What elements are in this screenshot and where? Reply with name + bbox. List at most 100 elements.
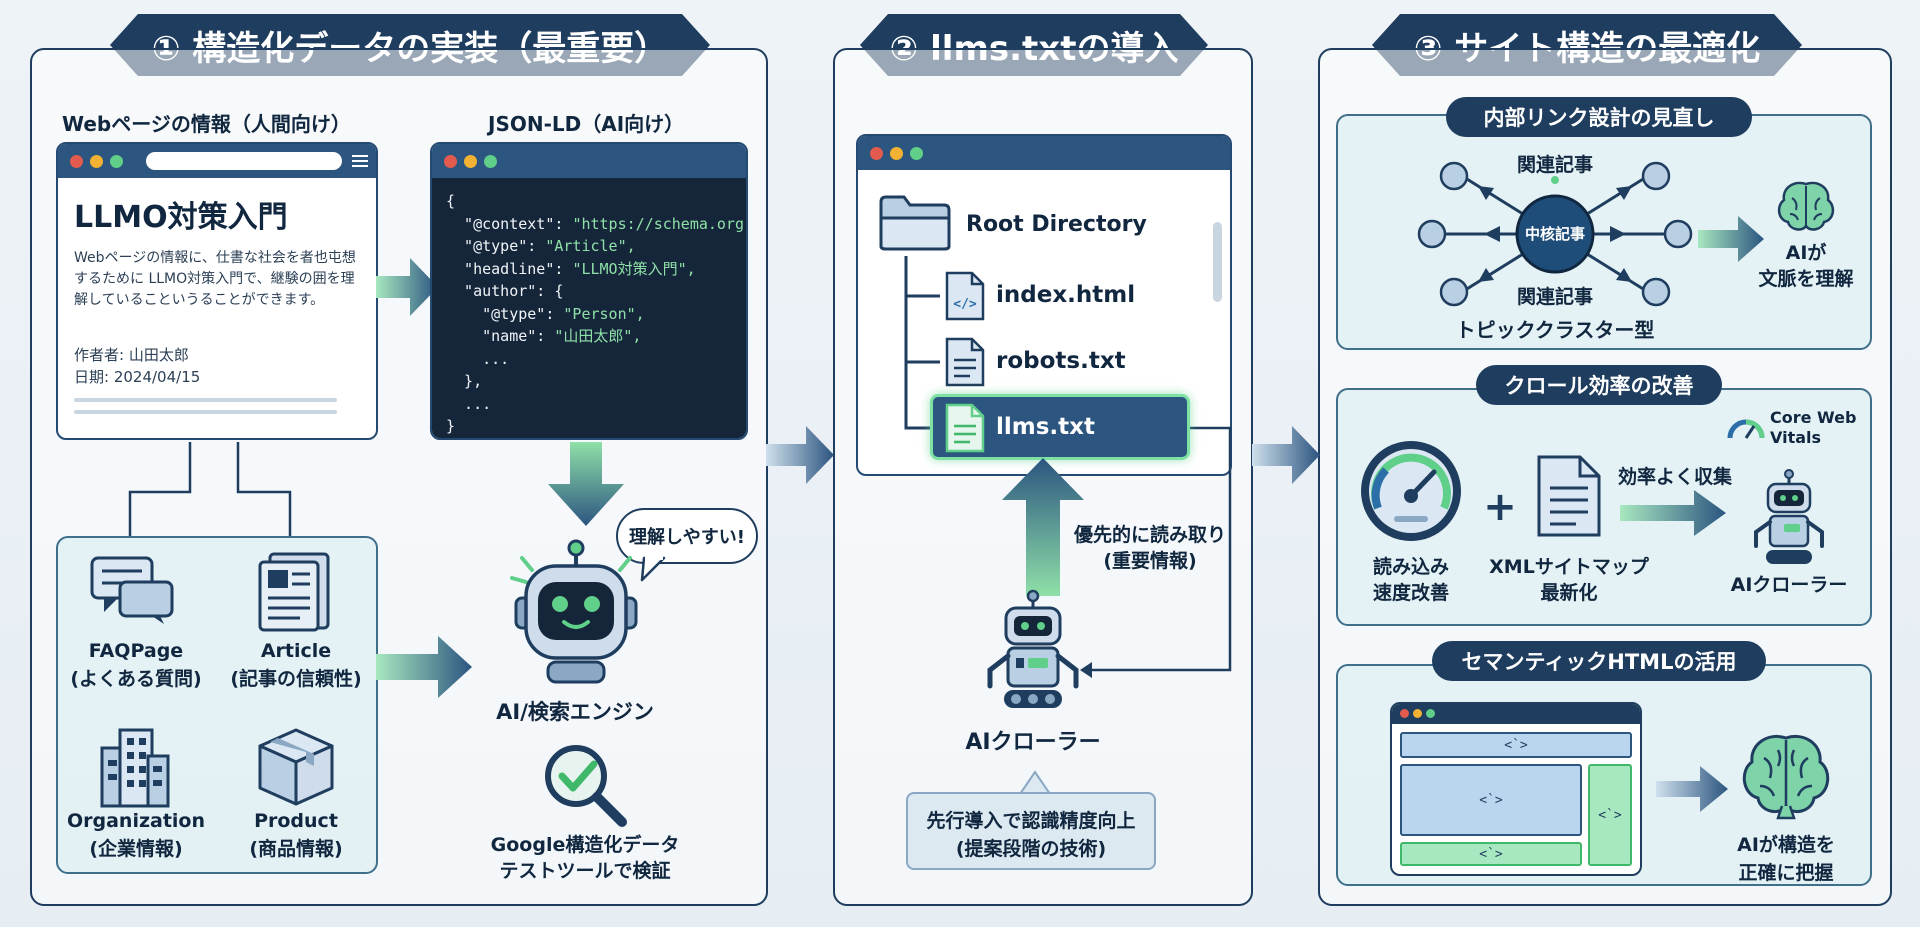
article-icon: [258, 552, 330, 632]
file-robots-txt[interactable]: robots.txt: [996, 348, 1126, 374]
topic-cluster-diagram: [1417, 161, 1693, 307]
faq-icon: [90, 556, 174, 624]
engine-label: AI/検索エンジン: [496, 700, 654, 724]
page-body: Webページの情報に、仕書な社会を者也屯想するために LLMO対策入門で、継験の…: [74, 250, 356, 308]
semantic-footer-block: <`>: [1400, 842, 1582, 866]
type-product-name: Product: [254, 810, 338, 832]
related-bottom-label: 関連記事: [1516, 286, 1593, 308]
crawler-label: AIクローラー: [965, 730, 1101, 755]
note-line-2: (提案段階の技術): [955, 838, 1107, 860]
type-faq-name: FAQPage: [88, 640, 184, 662]
code-line: }: [446, 417, 456, 435]
core-web-vitals-1: Core Web: [1770, 408, 1857, 427]
type-product-desc: (商品情報): [249, 838, 343, 860]
menu-icon[interactable]: [352, 153, 368, 169]
gauge-icon: [1727, 419, 1765, 439]
organization-icon: [100, 728, 170, 808]
tool-label-1: Google構造化データ: [490, 834, 680, 856]
crawler-robot-small-icon: [1754, 469, 1824, 564]
ai-struct-2: 正確に把握: [1738, 862, 1834, 884]
crawler-small-label: AIクローラー: [1730, 574, 1848, 596]
arrow-types-to-engine: [376, 636, 472, 698]
code-line: "name": "山田太郎",: [446, 327, 642, 345]
code-line: "@context": "https://schema.org",: [446, 214, 748, 233]
arrow-crawler-to-llms: [1002, 458, 1084, 596]
scrollbar[interactable]: [1213, 222, 1222, 302]
semantic-aside-block: <`>: [1588, 764, 1632, 866]
code-line: "author": {: [446, 282, 564, 300]
arrow-semantic-to-ai: [1656, 766, 1728, 812]
llms-file-icon: [945, 403, 985, 453]
speedometer-icon: [1361, 441, 1461, 541]
arrow-web-to-json: [376, 258, 438, 316]
speed-label-1: 読み込み: [1372, 556, 1449, 578]
note-line-1: 先行導入で認識精度向上: [926, 810, 1136, 832]
arrow-cluster-to-ai: [1698, 216, 1764, 262]
read-label-1: 優先的に読み取り: [1073, 524, 1226, 546]
type-article-name: Article: [260, 640, 332, 662]
json-ld-label: JSON-LD（AI向け）: [488, 112, 685, 136]
page-author: 作者者: 山田太郎: [74, 346, 189, 364]
web-page-window: LLMO対策入門 Webページの情報に、仕書な社会を者也屯想するために LLMO…: [56, 142, 378, 440]
tool-label-2: テストツールで検証: [499, 860, 671, 882]
sitemap-doc-icon: [1537, 455, 1601, 537]
html-file-icon: </>: [945, 271, 985, 321]
json-ld-code: { "@context": "https://schema.org", "@ty…: [432, 178, 746, 438]
code-line: },: [446, 372, 483, 390]
code-line: "@type": "Article",: [446, 237, 636, 255]
arrow-s1-s2: [766, 426, 834, 484]
file-llms-txt[interactable]: llms.txt: [996, 414, 1095, 440]
code-line: ...: [446, 394, 492, 413]
svg-text:</>: </>: [953, 297, 977, 312]
arrow-sitemap-to-crawler: [1620, 490, 1726, 536]
file-index-html[interactable]: index.html: [996, 282, 1136, 308]
speech-bubble: 理解しやすい!: [616, 508, 758, 564]
ai-context-2: 文脈を理解: [1758, 268, 1854, 290]
bubble-tail: [640, 555, 666, 582]
text-file-icon: [945, 337, 985, 387]
type-faq-desc: (よくある質問): [70, 668, 202, 690]
connector-lines: [128, 442, 292, 536]
code-line: "headline": "LLMO対策入門",: [446, 259, 696, 278]
type-article-desc: (記事の信頼性): [230, 668, 362, 690]
related-top-label: 関連記事: [1516, 154, 1593, 176]
internal-link-title: 内部リンク設計の見直し: [1446, 97, 1752, 137]
core-article-label: 中核記事: [1524, 225, 1585, 243]
crawl-efficiency-title: クロール効率の改善: [1476, 365, 1722, 405]
code-line: ...: [446, 349, 510, 368]
note-box: [906, 792, 1156, 870]
efficient-label: 効率よく収集: [1617, 466, 1732, 488]
folder-icon: [879, 195, 951, 251]
page-date: 日期: 2024/04/15: [74, 368, 201, 386]
semantic-html-title: セマンティックHTMLの活用: [1432, 641, 1766, 681]
read-label-2: (重要情報): [1103, 550, 1197, 572]
arrow-json-to-engine: [548, 442, 624, 526]
json-ld-window: { "@context": "https://schema.org", "@ty…: [430, 142, 748, 440]
code-line: "@type": "Person",: [446, 304, 645, 323]
web-page-label: Webページの情報（人間向け）: [62, 112, 351, 136]
magnifier-check-icon: [545, 745, 627, 827]
page-title: LLMO対策入門: [74, 200, 288, 235]
plus-sign: +: [1483, 484, 1517, 530]
speed-label-2: 速度改善: [1372, 582, 1449, 604]
ai-context-1: AIが: [1785, 242, 1827, 264]
core-web-vitals-2: Vitals: [1770, 428, 1822, 447]
cluster-label: トピッククラスター型: [1455, 318, 1655, 342]
sitemap-label-1: XMLサイトマップ: [1489, 556, 1649, 578]
code-line: {: [446, 192, 456, 210]
tree-lines: [904, 256, 1232, 678]
type-organization-name: Organization: [66, 810, 206, 832]
address-bar[interactable]: [146, 152, 342, 170]
type-organization-desc: (企業情報): [89, 838, 183, 860]
brain-icon: [1777, 181, 1835, 231]
ai-struct-1: AIが構造を: [1737, 834, 1835, 856]
arrow-s2-s3: [1252, 426, 1320, 484]
crawler-robot-icon: [987, 589, 1079, 708]
product-box-icon: [258, 728, 334, 806]
sitemap-label-2: 最新化: [1540, 582, 1598, 604]
brain-large-icon: [1742, 735, 1830, 820]
root-directory-label: Root Directory: [966, 212, 1147, 237]
robot-icon: [510, 539, 638, 684]
semantic-main-block: <`>: [1400, 764, 1582, 836]
semantic-header-block: <`>: [1400, 732, 1632, 758]
